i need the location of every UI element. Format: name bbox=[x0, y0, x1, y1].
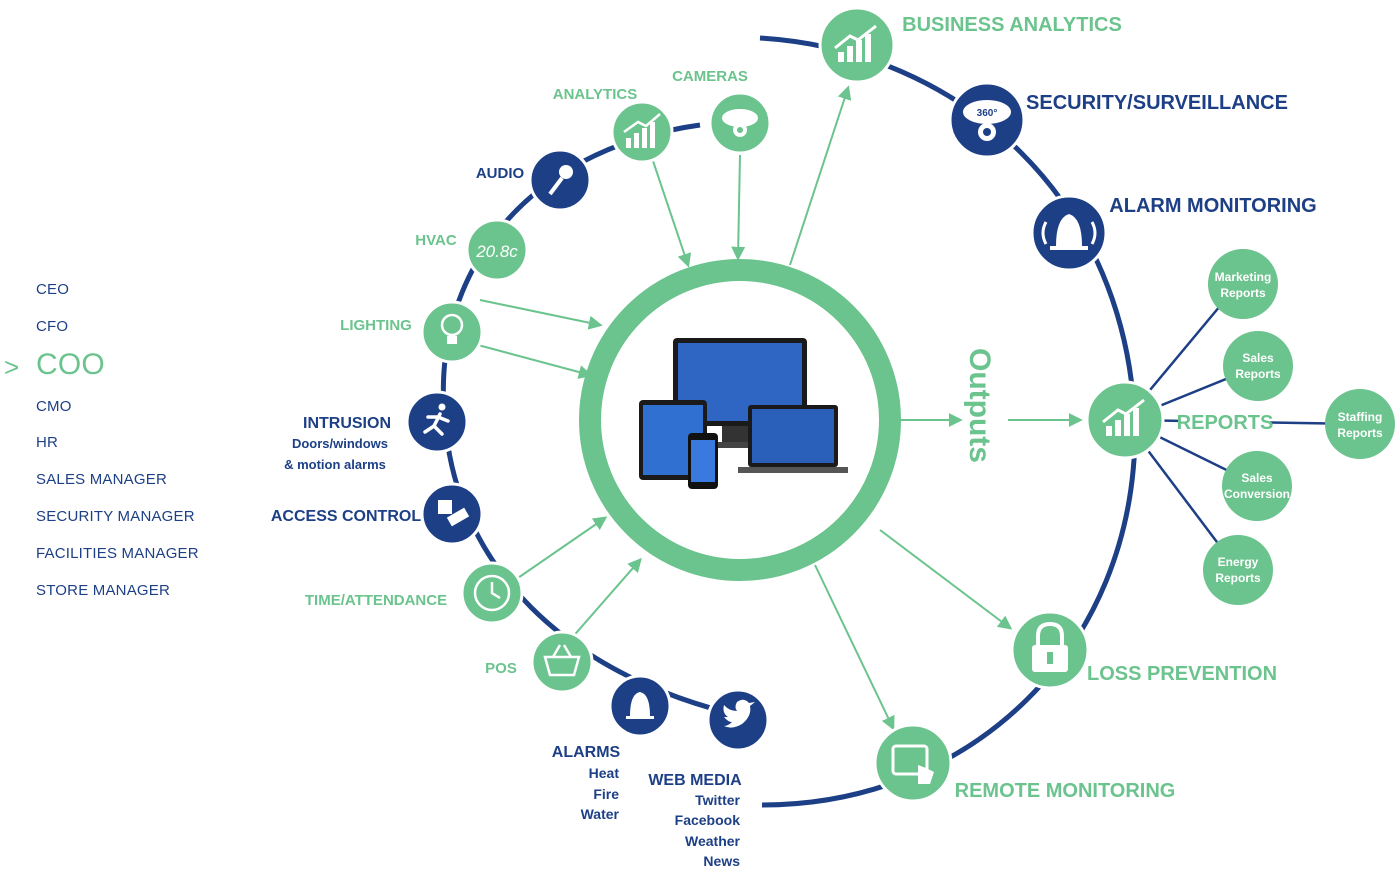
report-conversion-line1: Sales bbox=[1241, 471, 1273, 485]
security-surveillance-label: SECURITY/SURVEILLANCE bbox=[1026, 92, 1288, 114]
report-energy-line2: Reports bbox=[1215, 571, 1261, 585]
access-control-node[interactable] bbox=[420, 482, 484, 546]
padlock-icon bbox=[1032, 621, 1068, 672]
surveillance-camera-icon: 360° bbox=[963, 100, 1011, 141]
web-media-node[interactable] bbox=[706, 688, 770, 752]
running-person-icon bbox=[423, 403, 450, 436]
thermostat-display: 20.8c bbox=[475, 242, 518, 261]
role-cmo[interactable]: CMO bbox=[36, 398, 72, 415]
reports-hub-node[interactable] bbox=[1085, 380, 1165, 460]
role-coo[interactable]: COO bbox=[36, 348, 105, 381]
clock-icon bbox=[473, 574, 511, 612]
report-staffing-line1: Staffing bbox=[1338, 410, 1383, 424]
ring-label-web-right: WEB bbox=[853, 394, 879, 427]
camera-360-icon bbox=[722, 109, 758, 137]
report-energy-node[interactable]: Energy Reports bbox=[1203, 535, 1273, 605]
role-facilities-manager[interactable]: FACILITIES MANAGER bbox=[36, 545, 199, 562]
audio-node[interactable] bbox=[528, 148, 592, 212]
report-marketing-node[interactable]: Marketing Reports bbox=[1208, 249, 1278, 319]
role-ceo[interactable]: CEO bbox=[36, 281, 70, 298]
cameras-label: CAMERAS bbox=[672, 68, 748, 85]
report-conversion-line2: Conversion bbox=[1224, 487, 1290, 501]
light-bulb-icon bbox=[440, 313, 464, 344]
reports-label-bg bbox=[1178, 408, 1270, 434]
alarms-sub-fire: Fire bbox=[593, 786, 619, 802]
reports-chart-icon bbox=[1102, 398, 1145, 436]
input-arrows bbox=[477, 154, 746, 641]
lighting-label: LIGHTING bbox=[340, 317, 412, 334]
hvac-node[interactable]: 20.8c bbox=[465, 218, 529, 282]
remote-monitoring-node[interactable] bbox=[873, 723, 953, 803]
microphone-icon bbox=[548, 165, 573, 196]
camera-360-badge: 360° bbox=[977, 108, 998, 119]
keypad-card-icon bbox=[438, 500, 470, 527]
outputs-label: Outputs bbox=[963, 348, 996, 463]
loss-prevention-label: LOSS PREVENTION bbox=[1087, 663, 1277, 685]
pos-label: POS bbox=[485, 660, 517, 677]
analytics-chart-icon bbox=[623, 113, 661, 148]
analytics-label: ANALYTICS bbox=[553, 86, 637, 103]
cameras-node[interactable] bbox=[708, 91, 772, 155]
web-media-sub-twitter: Twitter bbox=[695, 792, 740, 808]
report-sales-node[interactable]: Sales Reports bbox=[1223, 331, 1293, 401]
role-cfo[interactable]: CFO bbox=[36, 318, 69, 335]
report-energy-line1: Energy bbox=[1218, 555, 1259, 569]
alarms-sub-water: Water bbox=[581, 806, 620, 822]
hvac-label: HVAC bbox=[415, 232, 457, 249]
output-arrows bbox=[789, 85, 1083, 731]
tablet-touch-icon bbox=[891, 744, 934, 784]
alarms-label: ALARMS bbox=[552, 744, 621, 761]
report-sales-line2: Reports bbox=[1235, 367, 1281, 381]
alarm-monitoring-label: ALARM MONITORING bbox=[1109, 195, 1316, 217]
intrusion-sub2: & motion alarms bbox=[284, 457, 386, 472]
time-attendance-label: TIME/ATTENDANCE bbox=[305, 592, 447, 609]
ring-label-notifications: NOTIFICATIONS bbox=[706, 288, 794, 310]
business-chart-icon bbox=[834, 24, 877, 62]
selection-arrow-icon: > bbox=[4, 352, 20, 382]
business-analytics-label: BUSINESS ANALYTICS bbox=[902, 14, 1122, 36]
report-sales-line1: Sales bbox=[1242, 351, 1274, 365]
loss-prevention-node[interactable] bbox=[1010, 610, 1090, 690]
alarm-monitoring-bell-icon bbox=[1041, 214, 1097, 250]
intrusion-label: INTRUSION bbox=[303, 415, 391, 432]
lighting-node[interactable] bbox=[420, 300, 484, 364]
alarm-monitoring-node[interactable] bbox=[1030, 194, 1108, 272]
analytics-node[interactable] bbox=[610, 100, 674, 164]
role-sales-manager[interactable]: SALES MANAGER bbox=[36, 471, 167, 488]
twitter-bird-icon bbox=[723, 699, 755, 728]
report-sales-conversion-node[interactable]: Sales Conversion bbox=[1222, 451, 1292, 521]
alarm-bell-icon bbox=[626, 692, 654, 719]
role-security-manager[interactable]: SECURITY MANAGER bbox=[36, 508, 195, 525]
web-media-sub-facebook: Facebook bbox=[675, 812, 741, 828]
report-marketing-line2: Reports bbox=[1220, 286, 1266, 300]
intrusion-node[interactable] bbox=[405, 390, 469, 454]
pos-node[interactable] bbox=[530, 630, 594, 694]
central-ring bbox=[579, 259, 901, 581]
security-surveillance-node[interactable]: 360° bbox=[948, 81, 1026, 159]
web-media-sub-weather: Weather bbox=[685, 833, 741, 849]
web-media-sub-news: News bbox=[703, 853, 740, 869]
access-control-label: ACCESS CONTROL bbox=[271, 508, 421, 525]
role-hr[interactable]: HR bbox=[36, 434, 59, 451]
reports-label: REPORTS bbox=[1177, 412, 1274, 434]
report-staffing-node[interactable]: Staffing Reports bbox=[1325, 389, 1395, 459]
shopping-basket-icon bbox=[543, 644, 581, 677]
remote-monitoring-label: REMOTE MONITORING bbox=[955, 780, 1176, 802]
ring-label-push-tablet-bottom: PUSH TABLET bbox=[711, 532, 791, 552]
report-staffing-line2: Reports bbox=[1337, 426, 1383, 440]
role-store-manager[interactable]: STORE MANAGER bbox=[36, 582, 171, 599]
intrusion-sub1: Doors/windows bbox=[292, 436, 388, 451]
report-marketing-line1: Marketing bbox=[1215, 270, 1272, 284]
business-analytics-node[interactable] bbox=[818, 6, 896, 84]
audio-label: AUDIO bbox=[476, 165, 525, 182]
time-attendance-node[interactable] bbox=[460, 561, 524, 625]
alarms-node[interactable] bbox=[608, 674, 672, 738]
alarms-sub-heat: Heat bbox=[589, 765, 620, 781]
ring-label-web-left: WEB bbox=[607, 421, 622, 449]
web-media-label: WEB MEDIA bbox=[648, 772, 742, 789]
devices-icon bbox=[639, 338, 848, 489]
